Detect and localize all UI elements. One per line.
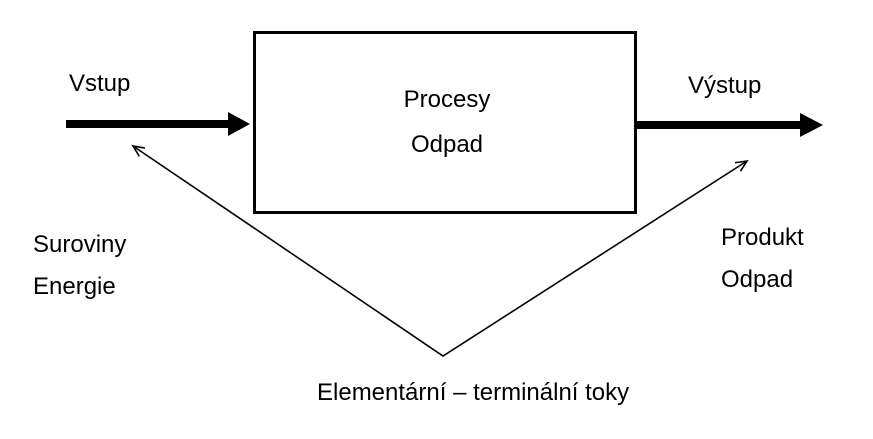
process-box-line2: Odpad — [411, 131, 483, 158]
caption-label: Elementární – terminální toky — [317, 379, 629, 406]
output-detail-line2: Odpad — [721, 266, 793, 293]
process-box-line1: Procesy — [404, 86, 491, 113]
process-box — [253, 31, 637, 214]
output-arrow-icon — [637, 113, 823, 137]
input-arrow-icon — [66, 112, 250, 136]
input-detail-line2: Energie — [33, 273, 116, 300]
output-detail-line1: Produkt — [721, 224, 804, 251]
output-label: Výstup — [688, 72, 761, 99]
input-label: Vstup — [69, 70, 130, 97]
elementary-flows-arrow-icon — [131, 144, 749, 357]
input-detail-line1: Suroviny — [33, 231, 126, 258]
